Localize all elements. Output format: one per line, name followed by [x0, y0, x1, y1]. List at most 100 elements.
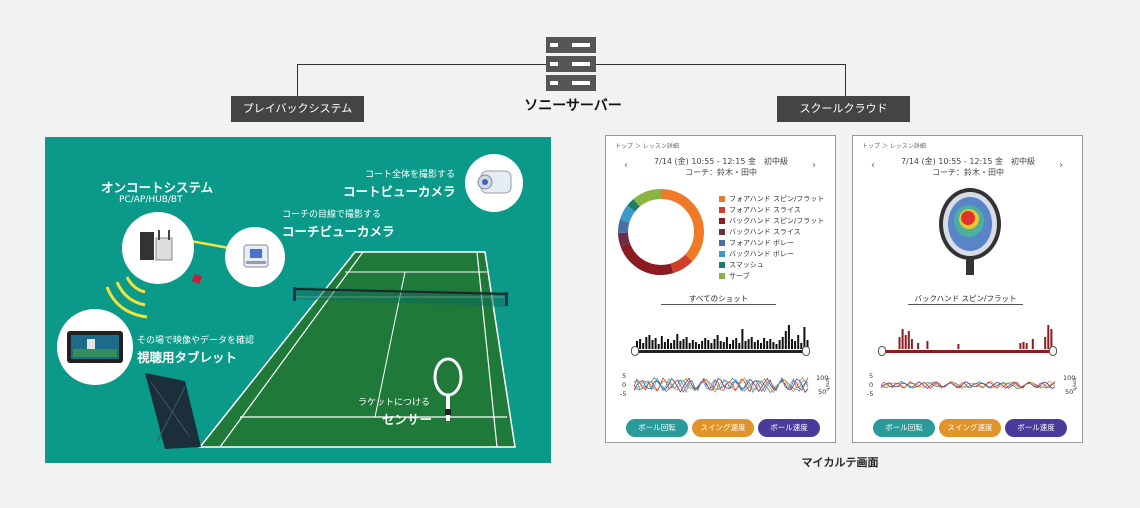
tablet-sub: その場で映像やデータを確認: [137, 336, 255, 346]
camera-icon: [475, 169, 513, 201]
shot-bar: [725, 337, 728, 349]
legend-swatch: [719, 239, 725, 246]
ball-spin-button[interactable]: ボール回転: [626, 419, 688, 437]
shot-filter-select[interactable]: バックハンド スピン/フラット: [908, 293, 1023, 305]
shot-bar-chart: [636, 325, 809, 349]
shot-bar: [738, 343, 741, 349]
axis-left-tick: 0: [869, 381, 874, 389]
shot-bar: [787, 325, 790, 349]
shot-bar: [636, 341, 638, 349]
shot-bar: [648, 335, 651, 349]
mykarte-caption: マイカルテ画面: [801, 456, 879, 469]
tablet-icon: [67, 331, 123, 367]
breadcrumb[interactable]: トップ ＞ レッスン詳細: [862, 143, 926, 150]
swing-speed-button[interactable]: スイング速度: [692, 419, 754, 437]
legend-label: バックハンド スライス: [729, 227, 801, 236]
prev-arrow-icon[interactable]: ‹: [624, 160, 628, 171]
shot-bar: [760, 343, 762, 349]
oncourt-sub: PC/AP/HUB/BT: [119, 195, 183, 205]
shot-bar: [763, 338, 766, 349]
shot-bar: [694, 342, 697, 349]
coach-camera-sub: コーチの目線で撮影する: [282, 210, 382, 220]
connector-line: [297, 64, 298, 96]
shot-bar: [750, 337, 753, 349]
axis-unit: km/h: [824, 378, 830, 391]
axis-right-tick: 50: [818, 388, 827, 396]
court-camera-sub: コート全体を撮影する: [365, 170, 456, 180]
legend-item: サーブ: [719, 270, 824, 281]
shot-bar: [704, 338, 707, 349]
next-arrow-icon[interactable]: ›: [812, 160, 816, 171]
shot-bar: [735, 338, 738, 349]
shot-bar: [688, 343, 691, 349]
slider-handle-left[interactable]: [631, 346, 639, 356]
sensor-title: センサー: [382, 412, 433, 427]
lesson-date: 7/14 (金) 10:55 - 12:15 金 初中級: [654, 157, 788, 166]
sensor-line: [633, 376, 809, 394]
shot-bar: [685, 337, 688, 349]
timeline-slider[interactable]: [881, 350, 1053, 353]
shot-bar: [772, 342, 775, 349]
legend-item: バックハンド ボレー: [719, 248, 824, 259]
shot-bar: [713, 339, 716, 349]
shot-bar: [716, 335, 719, 349]
sensor-line: [880, 380, 1056, 390]
server-label: ソニーサーバー: [524, 98, 622, 114]
legend-label: フォアハンド スライス: [729, 205, 801, 214]
shot-bar: [791, 339, 793, 349]
axis-right-tick: 100: [1063, 374, 1076, 382]
coach-camera-title: コーチビューカメラ: [282, 224, 395, 239]
shot-bar: [651, 340, 654, 349]
shot-donut-chart: [618, 189, 704, 275]
legend-label: バックハンド スピン/フラット: [729, 216, 825, 225]
shot-bar: [645, 337, 648, 349]
axis-right-tick: 50: [1065, 388, 1074, 396]
breadcrumb[interactable]: トップ ＞ レッスン詳細: [615, 143, 679, 150]
shot-bar: [1044, 337, 1047, 349]
shot-filter-select[interactable]: すべてのショット: [661, 293, 776, 305]
shot-bar: [1019, 343, 1022, 349]
shot-bar: [682, 339, 685, 349]
shot-bar: [747, 339, 750, 349]
pc-device-icon: [138, 230, 180, 270]
ball-speed-button[interactable]: ボール速度: [1005, 419, 1067, 437]
tennis-court-illustration: [105, 238, 516, 449]
legend-item: スマッシュ: [719, 259, 824, 270]
legend-item: バックハンド スライス: [719, 226, 824, 237]
shot-bar: [1022, 342, 1025, 349]
mykarte-screen-backhand: トップ ＞ レッスン詳細 ‹ › 7/14 (金) 10:55 - 12:15 …: [852, 135, 1083, 443]
legend-swatch: [719, 250, 725, 257]
shot-bar: [753, 342, 756, 349]
slider-handle-right[interactable]: [1049, 346, 1057, 356]
ball-speed-button[interactable]: ボール速度: [758, 419, 820, 437]
next-arrow-icon[interactable]: ›: [1059, 160, 1063, 171]
sensor-line-chart: [633, 376, 809, 394]
school-cloud-label: スクールクラウド: [777, 96, 910, 122]
connector-line: [845, 64, 846, 96]
legend-swatch: [719, 261, 725, 268]
shot-bar: [781, 337, 784, 349]
axis-left-tick: 5: [622, 372, 627, 380]
prev-arrow-icon[interactable]: ‹: [871, 160, 875, 171]
shot-bar: [778, 340, 781, 349]
legend-label: フォアハンド スピン/フラット: [729, 194, 825, 203]
timeline-slider[interactable]: [634, 350, 806, 353]
axis-left-tick: 5: [869, 372, 874, 380]
axis-left-tick: -5: [867, 390, 874, 398]
swing-speed-button[interactable]: スイング速度: [939, 419, 1001, 437]
ball-spin-button[interactable]: ボール回転: [873, 419, 935, 437]
shot-bar: [679, 341, 682, 349]
shot-bar: [732, 340, 735, 349]
court-system-panel: オンコートシステム PC/AP/HUB/BT コーチの目線で撮影する コーチビュ…: [45, 137, 551, 463]
shot-bar: [1047, 325, 1050, 349]
slider-handle-right[interactable]: [802, 346, 810, 356]
legend-swatch: [719, 228, 725, 235]
shot-bar: [794, 341, 797, 349]
shot-bar-chart: [898, 325, 1053, 349]
oncourt-title: オンコートシステム: [101, 180, 214, 195]
racket-sensor-icon: [430, 357, 466, 429]
legend-swatch: [719, 272, 725, 279]
axis-left-tick: 0: [622, 381, 627, 389]
slider-handle-left[interactable]: [878, 346, 886, 356]
